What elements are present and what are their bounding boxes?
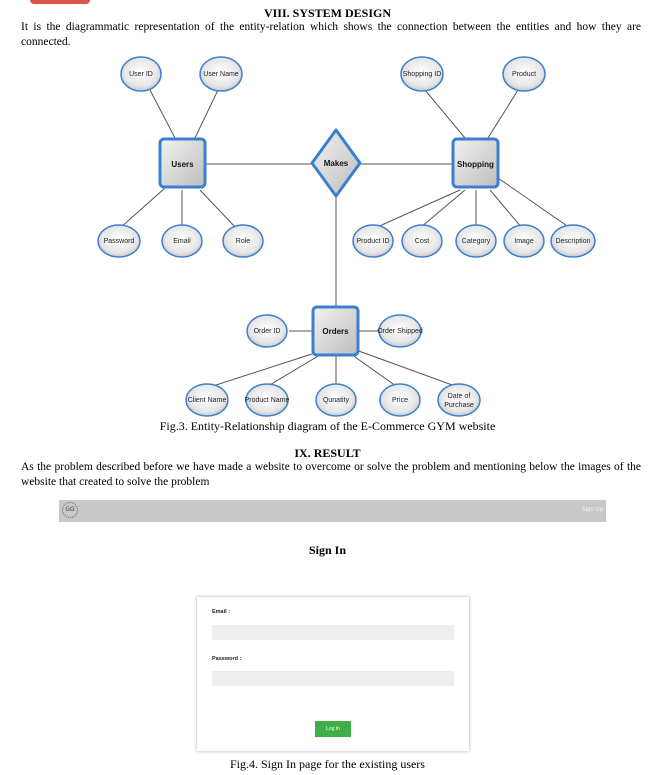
svg-text:Category: Category xyxy=(462,238,491,245)
attr-user-id: User ID xyxy=(120,56,162,92)
entity-users-label: Users xyxy=(171,160,194,169)
attr-client-name: Client Name xyxy=(185,383,229,417)
password-label: Password : xyxy=(212,656,242,662)
svg-text:Order Shipped: Order Shipped xyxy=(377,328,423,335)
figure-4-caption: Fig.4. Sign In page for the existing use… xyxy=(230,757,425,771)
site-navbar xyxy=(59,500,606,522)
svg-text:Role: Role xyxy=(236,238,251,245)
attr-role: Role xyxy=(222,224,264,258)
attr-shopping-id: Shopping ID xyxy=(400,56,444,92)
section-heading-system-design: VIII. SYSTEM DESIGN xyxy=(263,6,392,20)
result-paragraph: As the problem described before we have … xyxy=(21,461,641,488)
entity-users: Users xyxy=(158,137,207,189)
entity-shopping-label: Shopping xyxy=(457,160,494,169)
relationship-makes-label: Makes xyxy=(324,159,349,168)
attr-email: Email xyxy=(161,224,203,258)
svg-text:Price: Price xyxy=(392,397,408,404)
attr-cost: Cost xyxy=(401,224,443,258)
section-heading-result: IX. RESULT xyxy=(294,446,361,460)
top-decoration xyxy=(30,0,90,4)
email-label: Email : xyxy=(212,609,231,615)
svg-text:Order ID: Order ID xyxy=(254,328,281,335)
attr-product: Product xyxy=(502,56,546,92)
system-design-paragraph: It is the diagrammatic representation of… xyxy=(21,21,641,48)
password-field[interactable] xyxy=(212,671,454,686)
attr-order-shipped: Order Shipped xyxy=(377,314,423,348)
attr-price: Price xyxy=(379,383,421,417)
figure-3-caption: Fig.3. Entity-Relationship diagram of th… xyxy=(159,419,496,433)
signin-title: Sign In xyxy=(308,543,347,557)
attr-date-of-purchase: Date of Purchase xyxy=(437,383,481,417)
relationship-makes: Makes xyxy=(310,128,362,198)
attr-category: Category xyxy=(455,224,497,258)
svg-text:Description: Description xyxy=(555,238,590,245)
svg-text:Image: Image xyxy=(514,238,534,245)
signup-link[interactable]: Sign Up xyxy=(581,507,603,513)
svg-text:Password: Password xyxy=(104,238,135,245)
svg-text:Client Name: Client Name xyxy=(188,397,227,404)
svg-text:Date of: Date of xyxy=(448,393,471,400)
svg-text:Shopping ID: Shopping ID xyxy=(403,71,442,78)
svg-text:Cost: Cost xyxy=(415,238,429,245)
attr-image: Image xyxy=(503,224,545,258)
attr-product-name: Product Name xyxy=(245,383,290,417)
svg-text:Email: Email xyxy=(173,238,191,245)
svg-text:Purchase: Purchase xyxy=(444,402,474,409)
attr-qunatity: Qunatity xyxy=(315,383,357,417)
attr-order-id: Order ID xyxy=(246,314,288,348)
svg-text:User Name: User Name xyxy=(203,71,239,78)
svg-text:Product: Product xyxy=(512,71,536,78)
login-button[interactable]: Log In xyxy=(315,721,351,737)
email-field[interactable] xyxy=(212,625,454,640)
site-logo-icon[interactable]: GG xyxy=(62,502,78,518)
entity-orders: Orders xyxy=(311,305,360,357)
er-diagram: Users Shopping Orders Makes User ID User… xyxy=(97,56,596,417)
entity-shopping: Shopping xyxy=(451,137,500,189)
attr-description: Description xyxy=(550,224,596,258)
svg-text:Product ID: Product ID xyxy=(356,238,389,245)
signin-card: Email : Password : Log In xyxy=(197,597,469,751)
svg-text:Product Name: Product Name xyxy=(245,397,290,404)
svg-text:Qunatity: Qunatity xyxy=(323,397,350,404)
svg-text:User ID: User ID xyxy=(129,71,153,78)
entity-orders-label: Orders xyxy=(322,327,349,336)
attr-user-name: User Name xyxy=(199,56,243,92)
attr-product-id: Product ID xyxy=(352,224,394,258)
attr-password: Password xyxy=(97,224,141,258)
